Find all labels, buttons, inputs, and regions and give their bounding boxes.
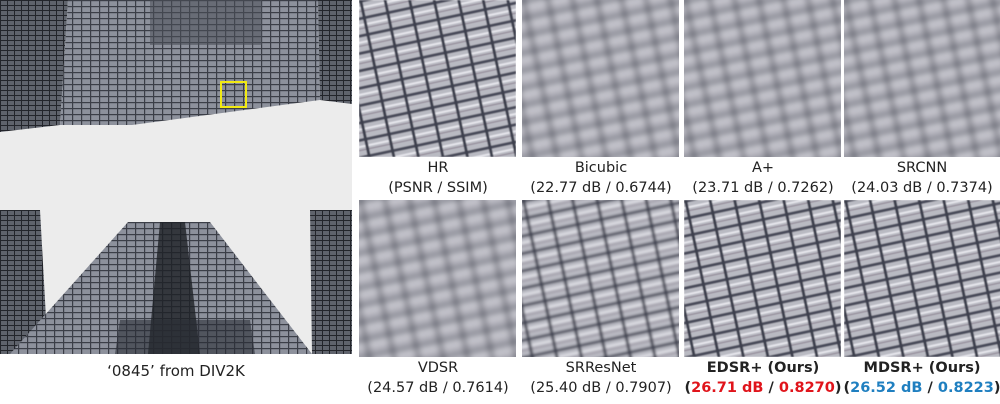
patch-bicubic — [522, 0, 679, 157]
caption-aplus: A+ (23.71 dB / 0.7262) — [683, 158, 843, 198]
metric-label: (23.71 dB / 0.7262) — [692, 180, 834, 196]
metric-label: (PSNR / SSIM) — [388, 180, 488, 196]
patch-srresnet — [522, 200, 679, 357]
method-label: HR — [427, 160, 449, 176]
ssim-value: 0.8223 — [937, 380, 994, 396]
metric-label: (26.71 dB / 0.8270) — [683, 378, 843, 398]
highlight-box — [220, 81, 247, 108]
metric-separator: / — [763, 380, 779, 396]
metric-open: ( — [684, 380, 692, 396]
method-label: A+ — [751, 160, 775, 176]
patch-edsr — [684, 200, 841, 357]
main-caption: ‘0845’ from DIV2K — [107, 362, 245, 380]
metric-close: ) — [993, 380, 1000, 396]
patch-srcnn — [844, 0, 1000, 157]
metric-label: (22.77 dB / 0.6744) — [530, 180, 672, 196]
main-building-photo — [0, 0, 352, 354]
metric-label: (24.57 dB / 0.7614) — [367, 380, 509, 396]
psnr-value: 26.71 dB — [691, 380, 764, 396]
method-label: MDSR+ (Ours) — [863, 360, 981, 376]
patch-aplus — [684, 0, 841, 157]
metric-close: ) — [834, 380, 842, 396]
caption-bicubic: Bicubic (22.77 dB / 0.6744) — [521, 158, 681, 198]
caption-vdsr: VDSR (24.57 dB / 0.7614) — [358, 358, 518, 398]
metric-label: (25.40 dB / 0.7907) — [530, 380, 672, 396]
patch-mdsr — [844, 200, 1000, 357]
method-label: VDSR — [417, 360, 459, 376]
caption-srcnn: SRCNN (24.03 dB / 0.7374) — [842, 158, 1000, 198]
caption-srresnet: SRResNet (25.40 dB / 0.7907) — [521, 358, 681, 398]
metric-label: (26.52 dB / 0.8223) — [842, 378, 1000, 398]
method-label: EDSR+ (Ours) — [706, 360, 820, 376]
patch-hr — [359, 0, 516, 157]
method-label: SRResNet — [565, 360, 637, 376]
method-label: SRCNN — [896, 160, 948, 176]
caption-mdsr: MDSR+ (Ours) (26.52 dB / 0.8223) — [842, 358, 1000, 398]
patch-vdsr — [359, 200, 516, 357]
metric-separator: / — [922, 380, 938, 396]
method-label: Bicubic — [574, 160, 628, 176]
metric-label: (24.03 dB / 0.7374) — [851, 180, 993, 196]
caption-edsr: EDSR+ (Ours) (26.71 dB / 0.8270) — [683, 358, 843, 398]
metric-open: ( — [843, 380, 851, 396]
ssim-value: 0.8270 — [778, 380, 835, 396]
caption-hr: HR (PSNR / SSIM) — [358, 158, 518, 198]
psnr-value: 26.52 dB — [850, 380, 923, 396]
